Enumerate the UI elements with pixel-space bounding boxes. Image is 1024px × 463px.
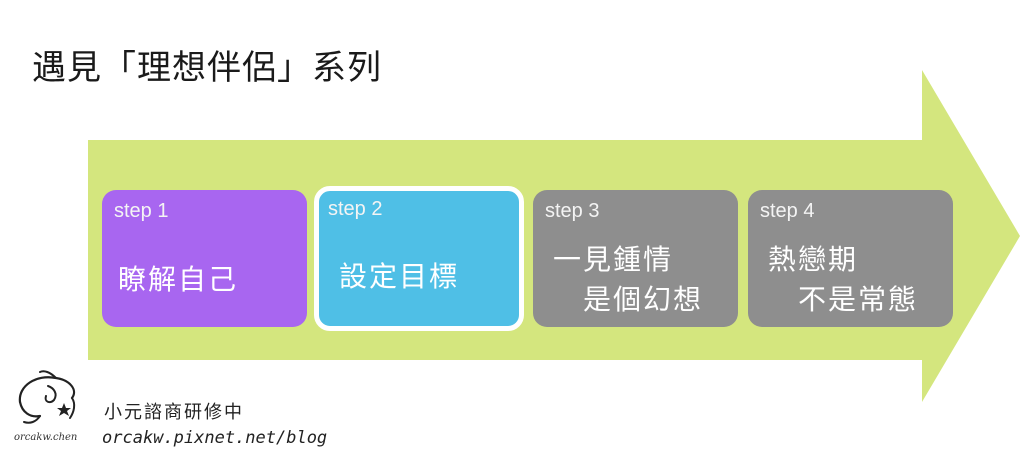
step-4-label: step 4	[760, 200, 815, 222]
page-title: 遇見「理想伴侶」系列	[32, 48, 382, 88]
step-4-box: step 4 熱戀期 不是常態	[748, 190, 953, 327]
step-3-text-line-1: 一見鍾情	[553, 243, 674, 276]
step-4-text-line-1: 熱戀期	[768, 243, 859, 276]
step-1-box: step 1 瞭解自己	[102, 190, 307, 327]
blog-url: orcakw.pixnet.net/blog	[102, 428, 328, 448]
step-4-text-line-2: 不是常態	[798, 283, 919, 316]
step-2-text: 設定目標	[339, 260, 460, 293]
step-3-label: step 3	[545, 200, 600, 222]
step-3-text-line-2: 是個幻想	[583, 283, 704, 316]
step-2-label: step 2	[328, 198, 383, 220]
org-name: 小元諮商研修中	[104, 402, 244, 423]
orca-logo-icon	[18, 370, 76, 424]
logo-signature: orcakw.chen	[14, 432, 78, 443]
step-3-box: step 3 一見鍾情 是個幻想	[533, 190, 738, 327]
step-1-text: 瞭解自己	[118, 263, 239, 296]
step-1-label: step 1	[114, 200, 169, 222]
step-2-box: step 2 設定目標	[314, 186, 524, 331]
